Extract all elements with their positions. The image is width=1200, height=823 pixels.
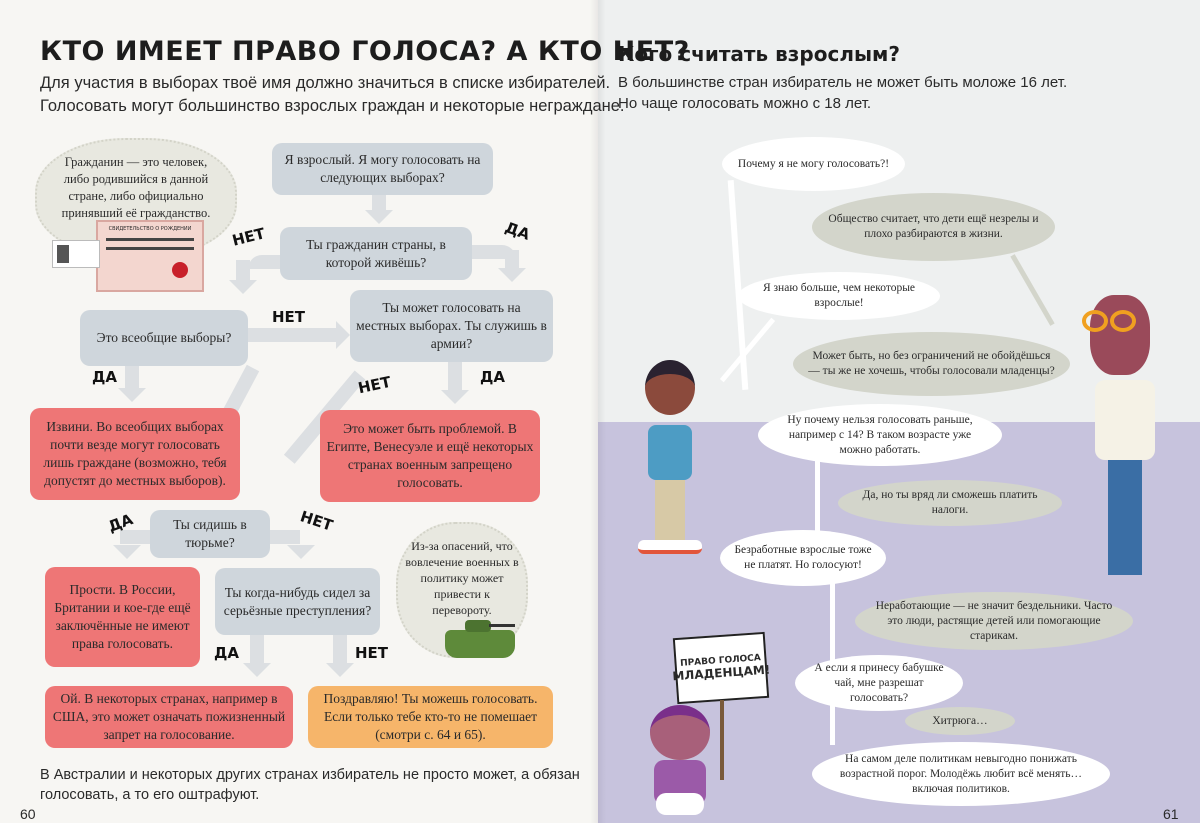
label-no: НЕТ [272,308,306,326]
page-title: КТО ИМЕЕТ ПРАВО ГОЛОСА? А КТО НЕТ? [40,36,690,67]
speech-bubble-girl: Безработные взрослые тоже не платят. Но … [720,530,886,586]
label-no: НЕТ [355,644,389,662]
question-adult: Я взрослый. Я могу голосовать на следующ… [272,143,493,195]
label-yes: ДА [214,644,239,662]
citizen-definition-cloud: Гражданин — это человек, либо родившийся… [35,138,237,258]
intro-line: Для участия в выборах твоё имя должно зн… [40,74,611,92]
birth-certificate-icon: СВИДЕТЕЛЬСТВО О РОЖДЕНИИ [96,220,204,292]
speech-bubble-man: Да, но ты вряд ли сможешь платить налоги… [838,480,1062,526]
speech-bubble-man: Может быть, но без ограничений не обойдё… [793,332,1070,396]
protest-sign: ПРАВО ГОЛОСА МЛАДЕНЦАМ! [672,631,771,705]
arrow-head [229,280,257,294]
page-number-right: 61 [1163,806,1179,822]
book-gutter [590,0,606,823]
id-card-icon [52,240,100,268]
arrow [372,195,386,213]
question-general-election: Это всеобщие выборы? [80,310,248,366]
question-citizen: Ты гражданин страны, в которой живёшь? [280,227,472,280]
arrow [270,530,300,544]
arrow-head [113,545,141,559]
question-prison: Ты сидишь в тюрьме? [150,510,270,558]
girl-illustration [630,355,710,570]
question-crimes: Ты когда-нибудь сидел за серьёзные прест… [215,568,380,635]
page-number-left: 60 [20,806,36,822]
question-military: Ты может голосовать на местных выборах. … [350,290,553,362]
arrow [236,260,250,280]
certificate-label: СВИДЕТЕЛЬСТВО О РОЖДЕНИИ [108,226,192,232]
speech-bubble-man: Общество считает, что дети ещё незрелы и… [812,193,1055,261]
arrow [250,635,264,665]
speech-bubble-girl: Я знаю больше, чем некоторые взрослые! [738,272,940,320]
intro-line: В большинстве стран избиратель не может … [618,74,1068,91]
arrow-head [326,663,354,677]
right-intro: В большинстве стран избиратель не может … [618,72,1067,114]
man-illustration [1070,295,1180,585]
label-yes: ДА [480,368,505,386]
answer-prison: Прости. В России, Британии и кое-где ещё… [45,567,200,667]
tank-icon [445,620,515,658]
answer-sorry: Извини. Во всеобщих выборах почти везде … [30,408,240,500]
arrow-head [287,545,315,559]
arrow-head [498,268,526,282]
arrow [120,530,150,544]
arrow-head [365,210,393,224]
arrow-head [336,321,350,349]
answer-problem: Это может быть проблемой. В Египте, Вене… [320,410,540,502]
speech-bubble-man: На самом деле политикам невыгодно понижа… [812,742,1110,806]
baby-illustration [640,705,720,815]
military-note-text: Из-за опасений, что вовлечение военных в… [405,539,519,617]
label-yes: ДА [92,368,117,386]
footer-line: В Австралии и некоторых других странах и… [40,767,580,783]
speech-bubble-girl: Ну почему нельзя голосовать раньше, напр… [758,404,1002,466]
intro-line: Голосовать могут большинство взрослых гр… [40,97,625,115]
arrow [248,328,338,342]
intro-text: Для участия в выборах твоё имя должно зн… [40,72,625,118]
arrow-head [441,390,469,404]
footer-line: голосовать, а то его оштрафуют. [40,787,260,803]
bubble-tail [815,460,820,540]
arrow-head [118,388,146,402]
arrow-head [243,663,271,677]
arrow [448,362,462,392]
citizen-definition-text: Гражданин — это человек, либо родившийся… [61,155,211,220]
speech-bubble-girl: Почему я не могу голосовать?! [722,137,905,191]
arrow [125,366,139,390]
speech-bubble-man: Неработающие — не значит бездельники. Ча… [855,592,1133,650]
arrow [248,255,282,269]
speech-bubble-girl: А если я принесу бабушке чай, мне разреш… [795,655,963,711]
answer-congrats: Поздравляю! Ты можешь голосовать. Если т… [308,686,553,748]
answer-lifetime-ban: Ой. В некоторых странах, например в США,… [45,686,293,748]
footer-note: В Австралии и некоторых других странах и… [40,765,580,805]
speech-bubble-man: Хитрюга… [905,707,1015,735]
right-page-title: Кого считать взрослым? [618,42,901,66]
sign-pole [720,700,724,780]
intro-line: Но чаще голосовать можно с 18 лет. [618,95,872,112]
arrow [333,635,347,665]
arrow [505,250,519,270]
